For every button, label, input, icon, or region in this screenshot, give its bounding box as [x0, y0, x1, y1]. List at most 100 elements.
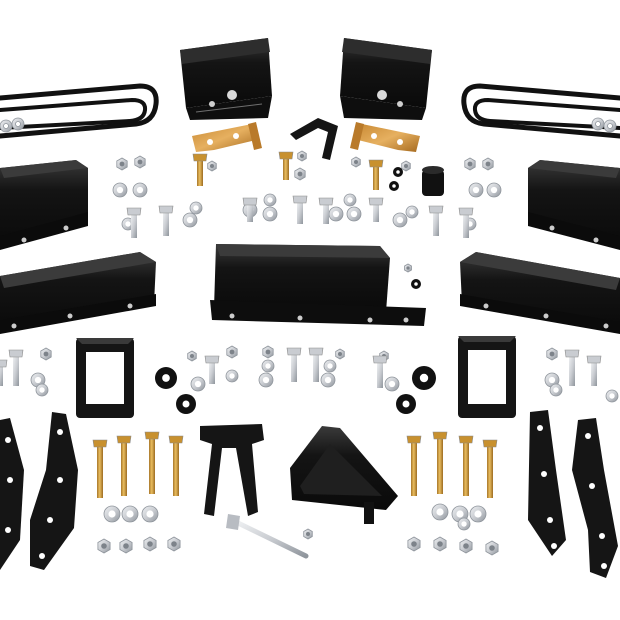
- washer: [190, 376, 206, 392]
- nut: [143, 536, 157, 552]
- bolt: [428, 205, 444, 236]
- bolt: [92, 439, 108, 498]
- black-washer: [393, 167, 403, 177]
- nut: [303, 528, 313, 540]
- nut: [433, 536, 447, 552]
- hardware-scatter: [0, 150, 619, 556]
- bolt: [192, 153, 208, 186]
- nut: [167, 536, 181, 552]
- nut: [207, 160, 217, 172]
- nut: [187, 350, 197, 362]
- crossmember-center: [210, 244, 426, 326]
- washer: [262, 206, 278, 222]
- crossmember-lower-left: [0, 252, 156, 334]
- washer: [141, 505, 159, 523]
- plate-bracket-right-1: [528, 410, 566, 556]
- bolt: [278, 151, 294, 180]
- washer: [323, 359, 337, 373]
- nut: [119, 538, 133, 554]
- black-washer: [396, 394, 416, 414]
- bolt: [432, 431, 448, 494]
- nut: [482, 157, 494, 171]
- bolt: [482, 439, 498, 498]
- washer: [346, 206, 362, 222]
- crossmember-lower-right: [460, 252, 620, 334]
- crossmember-upper-right: [528, 160, 620, 250]
- bolt: [168, 435, 184, 496]
- washer: [544, 372, 560, 388]
- crossmember-upper-left: [0, 160, 88, 250]
- nut: [401, 160, 411, 172]
- washer: [103, 505, 121, 523]
- washer: [258, 372, 274, 388]
- nut: [40, 347, 52, 361]
- nut: [294, 167, 306, 181]
- washer: [189, 201, 203, 215]
- bolt: [564, 349, 580, 386]
- yellow-bolts-left: [92, 431, 184, 498]
- washer: [261, 359, 275, 373]
- bolt: [318, 197, 334, 224]
- washer: [182, 212, 198, 228]
- bolt: [458, 435, 474, 496]
- washer: [469, 505, 487, 523]
- bolt: [372, 355, 388, 388]
- lift-block-left: [180, 38, 272, 120]
- nut: [351, 156, 361, 168]
- washer: [132, 182, 148, 198]
- washer: [486, 182, 502, 198]
- long-bolt: [226, 514, 309, 559]
- bracket-gold-right: [350, 122, 420, 152]
- washers-top-left: [0, 117, 25, 133]
- bolt: [204, 355, 220, 384]
- black-washer: [389, 181, 399, 191]
- rubber-bushing: [422, 166, 444, 196]
- washer: [392, 212, 408, 228]
- nut: [404, 263, 412, 273]
- bolt: [116, 435, 132, 496]
- washer: [468, 182, 484, 198]
- plate-bracket-right-2: [572, 418, 618, 578]
- bolt: [286, 347, 302, 382]
- bolt: [144, 431, 160, 494]
- bolt: [242, 197, 258, 222]
- nut: [297, 150, 307, 162]
- bolt: [0, 359, 8, 386]
- black-washer: [155, 367, 177, 389]
- washer: [549, 383, 563, 397]
- nut: [134, 155, 146, 169]
- nut: [262, 345, 274, 359]
- washer: [121, 505, 139, 523]
- plate-bracket-left-2: [30, 412, 78, 570]
- nut: [335, 348, 345, 360]
- black-washer: [176, 394, 196, 414]
- washer: [35, 383, 49, 397]
- nut: [459, 538, 473, 554]
- bolt: [308, 347, 324, 382]
- bolt: [8, 349, 24, 386]
- plate-bracket-left-1: [0, 418, 24, 570]
- washer: [405, 205, 419, 219]
- washer: [605, 389, 619, 403]
- black-washer: [412, 366, 436, 390]
- wedge-bracket-center: [290, 426, 398, 524]
- bracket-black-small: [290, 118, 338, 160]
- washer: [328, 206, 344, 222]
- nut: [407, 536, 421, 552]
- bolt: [368, 197, 384, 222]
- bracket-gold-left: [192, 122, 262, 152]
- washer: [431, 503, 449, 521]
- washer: [457, 517, 471, 531]
- washer: [112, 182, 128, 198]
- lift-block-right: [340, 38, 432, 120]
- bolt: [406, 435, 422, 496]
- u-bolt-right: [461, 83, 620, 139]
- bolt: [158, 205, 174, 236]
- nut: [226, 345, 238, 359]
- u-bolt-left: [0, 83, 159, 139]
- washer: [384, 376, 400, 392]
- shackle-center: [200, 424, 264, 516]
- washers-top-right: [591, 117, 617, 133]
